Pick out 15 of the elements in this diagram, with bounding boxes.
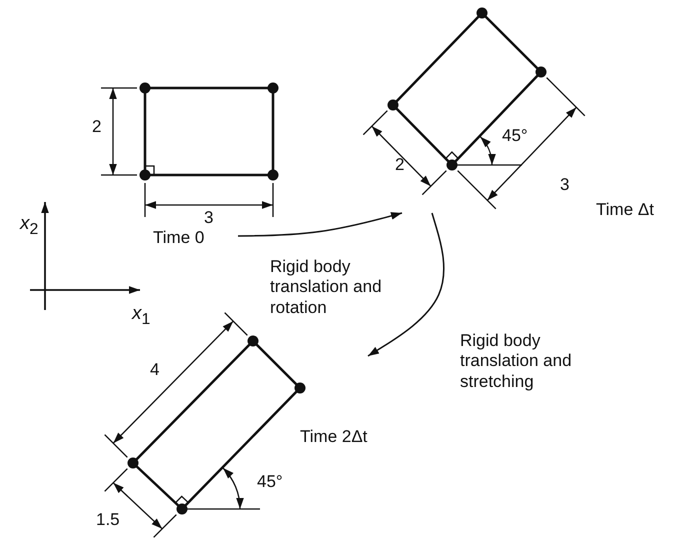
dimension-value: 3 — [560, 175, 570, 195]
dimension-value: 2 — [92, 117, 102, 137]
dimension-value: 1.5 — [96, 510, 120, 530]
axis-label: x$_{1}$ — [132, 303, 150, 329]
angle-value: 45° — [257, 472, 283, 492]
time-caption: Time Δt — [596, 200, 654, 220]
dimension-value: 2 — [395, 155, 404, 175]
curved-arrow — [368, 212, 445, 357]
dimension-value: 3 — [204, 208, 214, 228]
axis-label: x$_{2}$ — [20, 213, 38, 239]
angle-value: 45° — [502, 126, 528, 146]
time-caption: Time 2Δt — [300, 427, 368, 447]
curved-arrow — [238, 212, 402, 237]
dimension-value: 4 — [150, 360, 160, 380]
time-caption: Time 0 — [153, 228, 204, 248]
